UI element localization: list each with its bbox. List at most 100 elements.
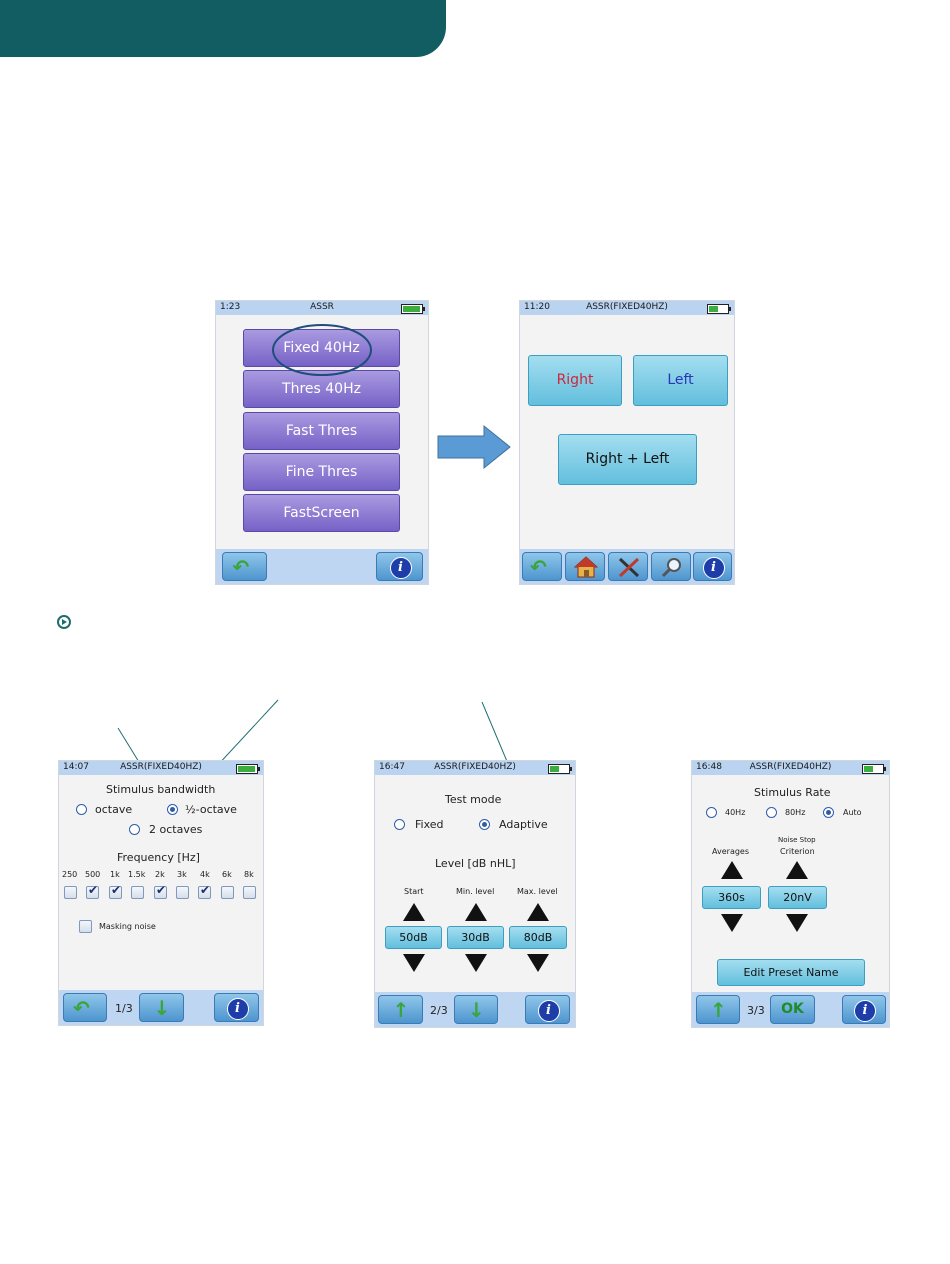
freq-checkbox[interactable] — [64, 886, 77, 899]
back-button[interactable]: ↶ — [63, 993, 107, 1022]
max-level-down-arrow[interactable] — [527, 954, 549, 972]
info-button[interactable]: i — [376, 552, 423, 581]
arrow-up-icon: ↑ — [392, 997, 410, 1022]
info-icon: i — [537, 999, 560, 1022]
start-label: Start — [404, 887, 424, 896]
averages-value[interactable]: 360s — [702, 886, 761, 909]
min-level-up-arrow[interactable] — [465, 903, 487, 921]
max-level-value-text: 80dB — [523, 931, 553, 944]
freq-checkbox[interactable]: ✔ — [154, 883, 167, 899]
edit-preset-name-button[interactable]: Edit Preset Name — [717, 959, 865, 986]
screen-settings-page-3: 16:48 ASSR(FIXED40HZ) Stimulus Rate 40Hz… — [691, 760, 890, 1028]
page-indicator: 3/3 — [747, 1004, 765, 1017]
screen-ear-select: 11:20 ASSR(FIXED40HZ) Right Left Right +… — [519, 300, 735, 585]
back-button[interactable]: ↶ — [222, 552, 267, 581]
noise-value[interactable]: 20nV — [768, 886, 827, 909]
both-ears-button[interactable]: Right + Left — [558, 434, 697, 485]
mode-fixed-radio[interactable] — [394, 819, 405, 830]
prev-page-button[interactable]: ↑ — [696, 995, 740, 1024]
check-icon: ✔ — [200, 883, 211, 897]
bw-half-octave-label: ½-octave — [185, 803, 237, 816]
search-button[interactable] — [651, 552, 691, 581]
freq-checkbox[interactable] — [221, 886, 234, 899]
max-level-value[interactable]: 80dB — [509, 926, 567, 949]
next-page-button[interactable]: ↓ — [139, 993, 184, 1022]
mode-adaptive-radio[interactable] — [479, 819, 490, 830]
min-level-value[interactable]: 30dB — [447, 926, 504, 949]
page-indicator: 2/3 — [430, 1004, 448, 1017]
rate-80hz-label: 80Hz — [785, 808, 806, 817]
info-button[interactable]: i — [214, 993, 259, 1022]
min-level-value-text: 30dB — [461, 931, 490, 944]
menu-thres-40hz-button[interactable]: Thres 40Hz — [243, 370, 400, 408]
info-icon: i — [226, 997, 249, 1020]
freq-checkbox[interactable]: ✔ — [86, 883, 99, 899]
status-bar: 1:23 ASSR — [216, 301, 428, 315]
status-title: ASSR(FIXED40HZ) — [749, 762, 832, 772]
menu-fastscreen-label: FastScreen — [283, 505, 360, 521]
info-icon: i — [702, 556, 725, 579]
bw-2-octaves-radio[interactable] — [129, 824, 140, 835]
next-page-button[interactable]: ↓ — [454, 995, 498, 1024]
rate-auto-radio[interactable] — [823, 807, 834, 818]
back-button[interactable]: ↶ — [522, 552, 562, 581]
stimulus-rate-title: Stimulus Rate — [754, 786, 831, 799]
menu-fast-thres-button[interactable]: Fast Thres — [243, 412, 400, 450]
freq-checkbox[interactable]: ✔ — [198, 883, 211, 899]
freq-checkbox[interactable] — [243, 886, 256, 899]
rate-80hz-radio[interactable] — [766, 807, 777, 818]
start-up-arrow[interactable] — [403, 903, 425, 921]
frequency-title: Frequency [Hz] — [117, 851, 200, 864]
freq-label: 8k — [244, 870, 254, 879]
averages-down-arrow[interactable] — [721, 914, 743, 932]
bottom-toolbar: ↶ i — [216, 549, 428, 584]
rate-40hz-radio[interactable] — [706, 807, 717, 818]
left-ear-button[interactable]: Left — [633, 355, 728, 406]
screen-settings-page-2: 16:47 ASSR(FIXED40HZ) Test mode Fixed Ad… — [374, 760, 576, 1028]
header-band — [0, 0, 446, 57]
battery-icon — [236, 764, 260, 774]
status-title: ASSR(FIXED40HZ) — [586, 302, 668, 312]
freq-checkbox[interactable]: ✔ — [109, 883, 122, 899]
menu-fine-thres-button[interactable]: Fine Thres — [243, 453, 400, 491]
status-time: 14:07 — [63, 762, 89, 772]
battery-icon — [862, 764, 886, 774]
min-level-down-arrow[interactable] — [465, 954, 487, 972]
averages-up-arrow[interactable] — [721, 861, 743, 879]
ok-button[interactable]: OK — [770, 995, 815, 1024]
menu-fastscreen-button[interactable]: FastScreen — [243, 494, 400, 532]
freq-label: 250 — [62, 870, 78, 879]
page-indicator: 1/3 — [115, 1002, 133, 1015]
status-title: ASSR — [310, 302, 334, 312]
both-ears-label: Right + Left — [585, 451, 670, 467]
bottom-toolbar: ↶ 1/3 ↓ i — [59, 990, 263, 1025]
info-button[interactable]: i — [693, 552, 732, 581]
status-time: 16:47 — [379, 762, 405, 772]
freq-checkbox[interactable] — [131, 886, 144, 899]
masking-noise-checkbox[interactable] — [79, 920, 92, 933]
noise-up-arrow[interactable] — [786, 861, 808, 879]
noise-value-text: 20nV — [783, 891, 812, 904]
flow-arrow-icon — [437, 424, 511, 470]
bw-octave-radio[interactable] — [76, 804, 87, 815]
right-ear-button[interactable]: Right — [528, 355, 622, 406]
prev-page-button[interactable]: ↑ — [378, 995, 423, 1024]
rate-40hz-label: 40Hz — [725, 808, 746, 817]
noise-down-arrow[interactable] — [786, 914, 808, 932]
bottom-toolbar: ↶ i — [520, 549, 734, 584]
averages-value-text: 360s — [718, 891, 745, 904]
menu-fixed-40hz-button[interactable]: Fixed 40Hz — [243, 329, 400, 367]
tools-button[interactable] — [608, 552, 648, 581]
start-down-arrow[interactable] — [403, 954, 425, 972]
max-level-up-arrow[interactable] — [527, 903, 549, 921]
start-value[interactable]: 50dB — [385, 926, 442, 949]
menu-fast-thres-label: Fast Thres — [285, 423, 358, 439]
freq-checkbox[interactable] — [176, 886, 189, 899]
status-bar: 14:07 ASSR(FIXED40HZ) — [59, 761, 263, 775]
battery-icon — [548, 764, 572, 774]
home-button[interactable] — [565, 552, 605, 581]
info-button[interactable]: i — [525, 995, 570, 1024]
bw-half-octave-radio[interactable] — [167, 804, 178, 815]
info-button[interactable]: i — [842, 995, 886, 1024]
bw-octave-label: octave — [95, 803, 133, 816]
